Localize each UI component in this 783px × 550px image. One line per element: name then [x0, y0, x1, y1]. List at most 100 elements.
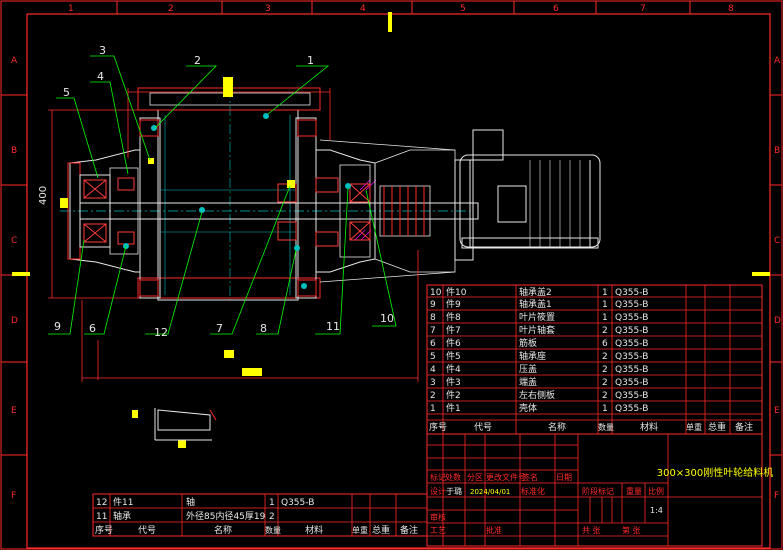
bom-code: 件3	[446, 376, 461, 388]
tb-count: 处数	[445, 472, 461, 482]
balloon-label: 12	[154, 326, 168, 339]
tb-design-date: 2024/04/01	[470, 488, 510, 496]
tb-sheet-total: 共 张	[582, 526, 601, 535]
bom-rows: 10 件10 轴承盖2 1 Q355-B 9 件9 轴承盖1 1 Q355-B …	[430, 286, 648, 414]
bom2-header-remark: 备注	[400, 524, 418, 536]
row-letter: E	[774, 406, 780, 416]
row-letter: E	[11, 406, 17, 416]
balloon-label: 2	[194, 54, 201, 67]
bom-no: 9	[430, 300, 436, 310]
bom2-border	[92, 493, 428, 537]
bom-material: Q355-B	[615, 339, 648, 349]
bom-no: 6	[430, 339, 436, 349]
bom-no: 2	[430, 391, 436, 401]
tb-design-label: 设计	[430, 486, 446, 496]
rotor-vanes	[160, 115, 296, 295]
balloon-label: 9	[54, 320, 61, 333]
bom2-header-no: 序号	[95, 524, 113, 536]
title-block-labels: 标记 处数 分区 更改文件号 签名 日期 设计 标准化 阶段标记 重量 比例 审…	[430, 472, 664, 535]
bom2-code: 轴承	[113, 510, 131, 522]
bom-qty: 2	[602, 391, 608, 401]
dimension-lines	[48, 88, 419, 382]
bom-material: Q355-B	[615, 300, 648, 310]
bom-code: 件4	[446, 363, 461, 375]
bom-code: 件9	[446, 298, 461, 310]
bom-name: 叶片筱置	[519, 311, 555, 323]
left-center-mark	[12, 272, 30, 276]
bom-name: 轴承盖1	[519, 298, 552, 310]
tb-date: 日期	[556, 473, 572, 482]
bom-no: 1	[430, 404, 436, 414]
bom-header-remark: 备注	[735, 421, 753, 433]
tb-zone: 分区	[467, 473, 483, 482]
row-letter: A	[774, 56, 781, 66]
bom-material: Q355-B	[615, 288, 648, 298]
row-letter: C	[774, 236, 780, 246]
bom2-rows: 12 件11 轴 1 Q355-B 11 轴承 外径85内径45厚19 2	[96, 496, 314, 522]
bom-qty: 1	[602, 404, 608, 414]
bom-no: 3	[430, 378, 436, 388]
bom-no: 10	[430, 288, 442, 298]
col-number: 4	[360, 4, 366, 14]
yellow-markers	[60, 77, 295, 448]
bom-header: 序号 代号 名称 数量 材料 单重 总重 备注	[429, 421, 753, 433]
bom-table: 10 件10 轴承盖2 1 Q355-B 9 件9 轴承盖1 1 Q355-B …	[426, 284, 763, 435]
bom-qty: 2	[602, 326, 608, 336]
bom-name: 压盖	[519, 363, 537, 375]
column-numbers: 1 2 3 4 5 6 7 8	[68, 4, 734, 14]
bom-name: 筋板	[519, 337, 537, 349]
bom2-name: 外径85内径45厚19	[186, 510, 266, 522]
col-number: 1	[68, 4, 74, 14]
bom2-header-qty: 数量	[265, 525, 281, 535]
drawing-title: 300×300刚性叶轮给料机	[657, 466, 774, 479]
title-block: 300×300刚性叶轮给料机 标记 处数 分区 更改文件号 签名 日期 设计 标…	[426, 433, 774, 547]
col-number: 6	[553, 4, 559, 14]
bom-material: Q355-B	[615, 326, 648, 336]
tb-mark: 标记	[430, 472, 446, 482]
bom-code: 件6	[446, 337, 461, 349]
tb-designer-name: 于璐	[446, 486, 462, 496]
row-letter: F	[774, 491, 779, 501]
tb-approve: 批准	[486, 525, 502, 535]
bom-name: 轴承座	[519, 350, 546, 362]
balloon-leaders	[48, 55, 397, 335]
bom2-header-material: 材料	[305, 524, 323, 536]
section-arrow	[209, 409, 217, 421]
balloon-label: 11	[326, 320, 340, 333]
bom-header-total: 总重	[708, 421, 726, 433]
reducer-edge-top	[319, 139, 456, 151]
bottom-flange	[137, 277, 321, 299]
bom-header-qty: 数量	[598, 422, 614, 432]
left-side-plate	[139, 117, 161, 299]
bom-name: 壳体	[519, 402, 537, 414]
bom2-material: Q355-B	[281, 498, 314, 508]
col-number: 2	[168, 4, 174, 14]
title-block-grid	[427, 434, 762, 546]
row-letter: D	[11, 316, 18, 326]
row-letter: F	[11, 491, 16, 501]
tb-standardize: 标准化	[521, 486, 545, 496]
balloon-label: 6	[89, 322, 96, 335]
tb-signature: 签名	[522, 472, 538, 482]
right-bearing	[277, 177, 371, 247]
balloon-label: 1	[307, 54, 314, 67]
main-shaft	[79, 202, 479, 220]
left-bearing-housing	[69, 149, 141, 273]
tb-change-doc: 更改文件号	[486, 472, 526, 482]
title-block-values: 于璐 2024/04/01 1:4	[446, 486, 663, 515]
row-letter: C	[11, 236, 17, 246]
bom2-grid	[93, 494, 427, 536]
balloon-label: 3	[99, 44, 106, 57]
bom-code: 件10	[446, 286, 467, 298]
bom-qty: 2	[602, 365, 608, 375]
row-letter: A	[11, 56, 18, 66]
right-center-mark	[752, 272, 770, 276]
bom-header-name: 名称	[548, 421, 566, 433]
bom-name: 叶片轴套	[519, 324, 555, 336]
tb-scale-label: 比例	[648, 486, 664, 496]
title-block-border	[426, 433, 763, 547]
balloon-label: 10	[380, 312, 394, 325]
